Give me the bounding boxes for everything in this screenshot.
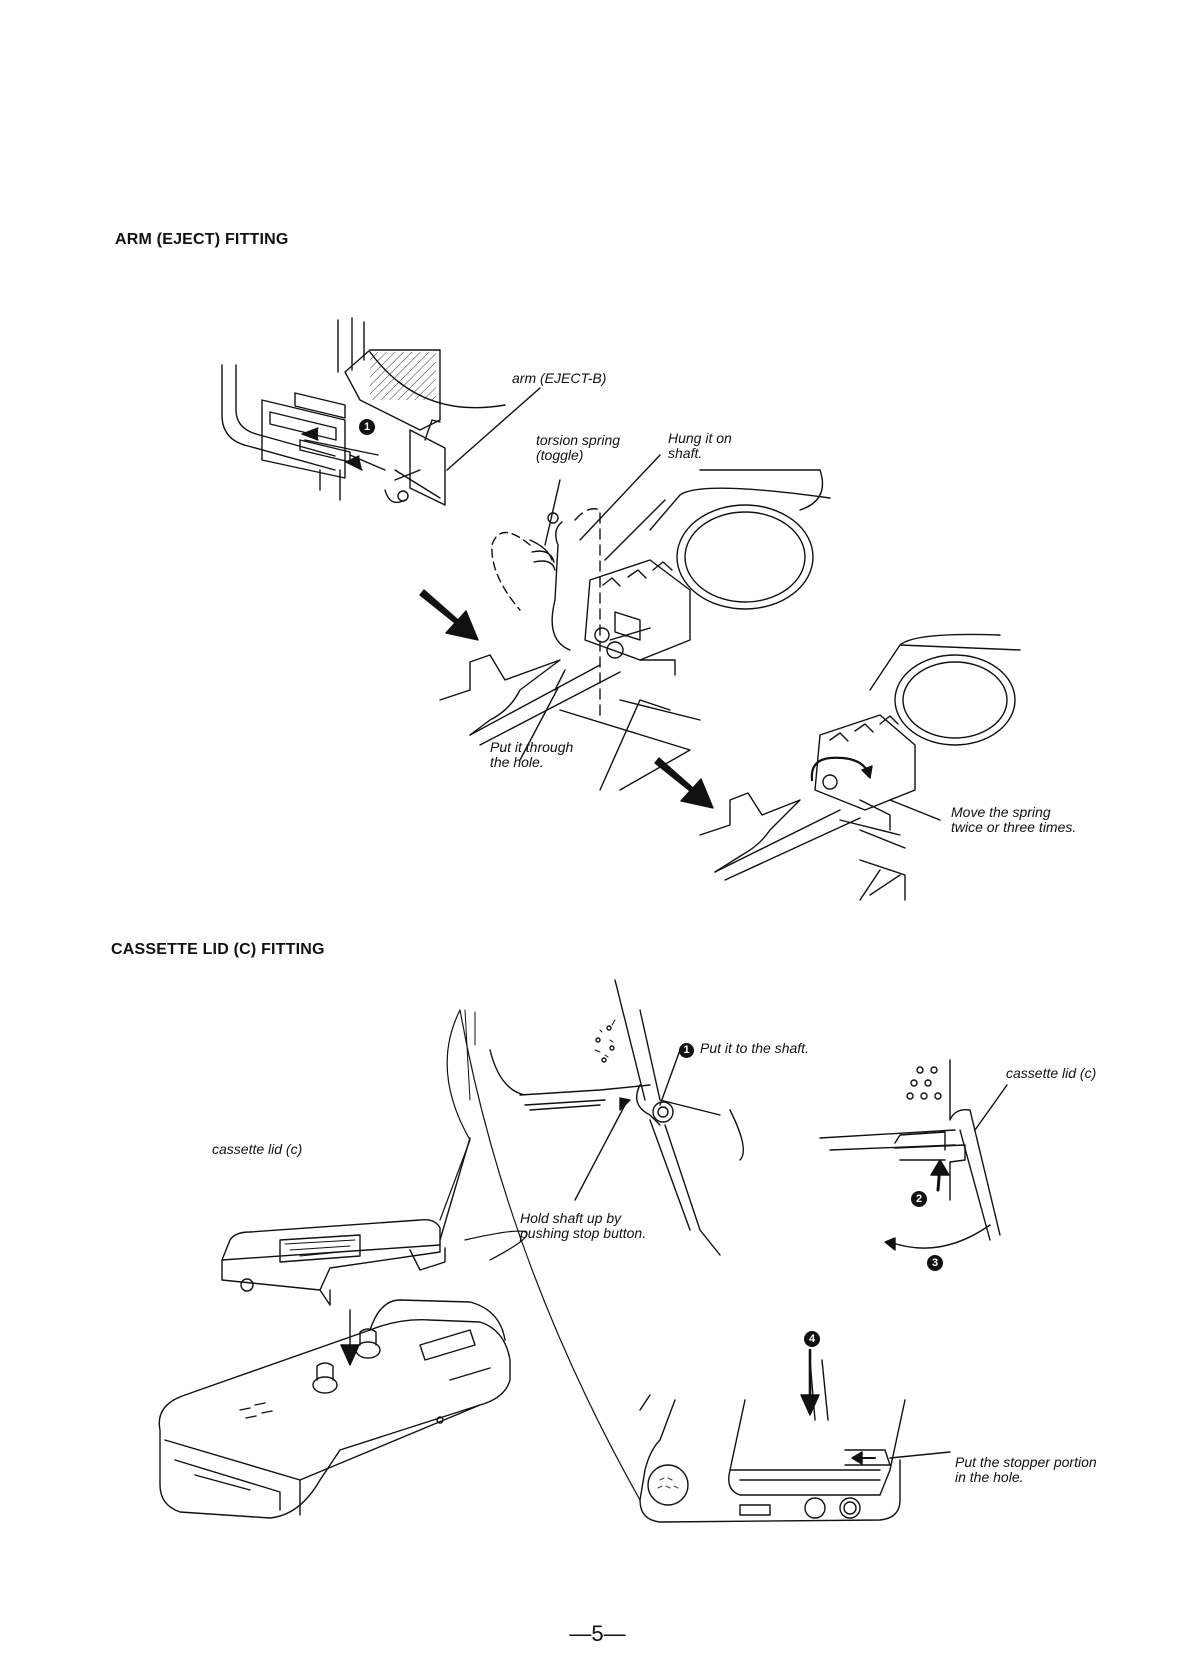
cassette-lid-right-label: cassette lid (c)	[1006, 1065, 1097, 1081]
torsion-spring-assembly-drawing	[439, 454, 831, 791]
lid-rotation-detail-drawing	[819, 1059, 1008, 1251]
lid-step-marker-3: 3	[927, 1255, 943, 1271]
move-spring-label: Move the spring twice or three times.	[951, 804, 1077, 835]
cassette-lid-left-label: cassette lid (c)	[212, 1141, 303, 1157]
step-arrow-1	[419, 589, 479, 641]
torsion-spring-label: torsion spring (toggle)	[536, 432, 621, 463]
arm-eject-heading: ARM (EJECT) FITTING	[115, 231, 289, 248]
put-to-shaft-text: Put it to the shaft.	[700, 1040, 809, 1056]
hold-shaft-label: Hold shaft up by pushing stop button.	[520, 1210, 647, 1241]
step-arrow-2	[654, 757, 714, 809]
cassette-body-drawing	[158, 1218, 511, 1519]
arm-step-marker-1: 1	[359, 419, 375, 435]
lid-step-marker-2: 2	[911, 1191, 927, 1207]
page-number: —5—	[569, 1621, 626, 1646]
stopper-label: Put the stopper portion in the hole.	[955, 1454, 1097, 1485]
stopper-detail-drawing	[639, 1348, 951, 1523]
put-to-shaft-label: 1 Put it to the shaft.	[679, 1041, 809, 1058]
shaft-detail-drawing	[489, 979, 744, 1256]
arm-eject-b-label: arm (EJECT-B)	[512, 370, 607, 386]
spring-moved-assembly-drawing	[699, 633, 1021, 901]
arm-eject-mechanism-drawing	[221, 317, 541, 506]
hung-on-shaft-label: Hung it on shaft.	[668, 430, 732, 461]
cassette-lid-heading: CASSETTE LID (C) FITTING	[111, 941, 325, 958]
lid-step-marker-1: 1	[679, 1043, 694, 1058]
lid-step-marker-4: 4	[804, 1331, 820, 1347]
put-through-hole-label: Put it through the hole.	[490, 739, 574, 770]
